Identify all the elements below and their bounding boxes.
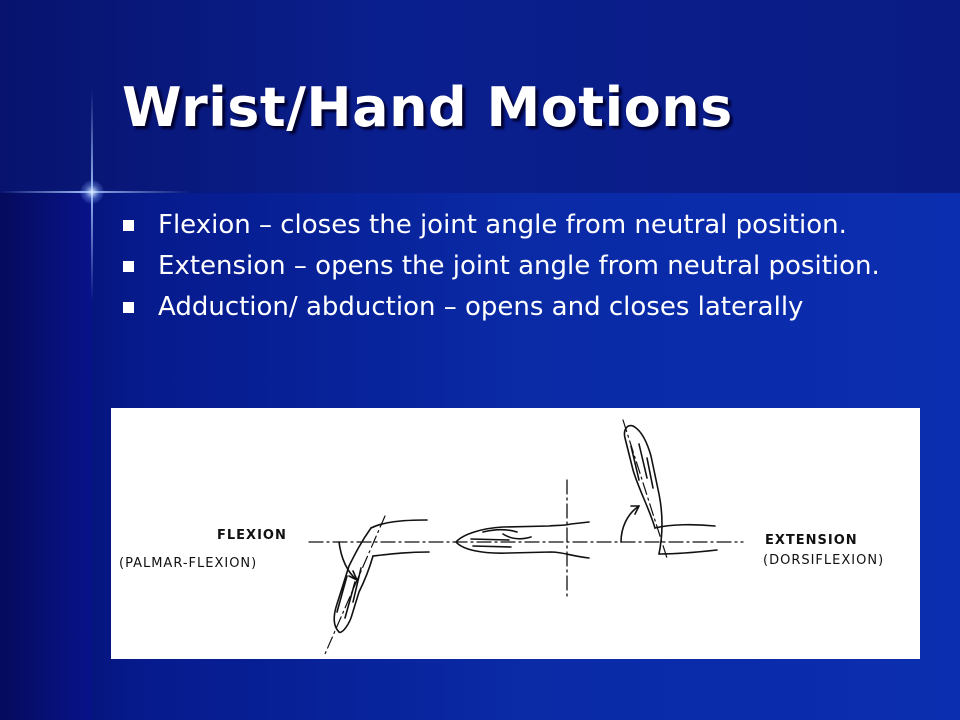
- bullet-text: Adduction/ abduction – opens and closes …: [158, 292, 804, 322]
- title-background-band: [0, 0, 960, 193]
- extension-label: EXTENSION: [765, 533, 858, 548]
- extension-hand: [623, 424, 663, 555]
- square-bullet-icon: [123, 220, 134, 231]
- square-bullet-icon: [123, 261, 134, 272]
- flexion-arrow-icon: [348, 570, 358, 581]
- bullet-item: Extension – opens the joint angle from n…: [122, 251, 922, 282]
- bullet-text: Flexion – closes the joint angle from ne…: [158, 210, 847, 240]
- bullet-item: Flexion – closes the joint angle from ne…: [122, 210, 922, 241]
- neutral-hand-thumb: [502, 533, 532, 540]
- bullet-list: Flexion – closes the joint angle from ne…: [122, 210, 922, 333]
- dorsiflexion-label: (DORSIFLEXION): [763, 553, 884, 568]
- flexion-forearm: [370, 519, 430, 557]
- square-bullet-icon: [123, 302, 134, 313]
- extension-arrow-icon: [630, 505, 640, 515]
- slide-title: Wrist/Hand Motions: [122, 76, 733, 139]
- flexion-angle-arc: [338, 541, 358, 581]
- wrist-motion-drawing: FLEXION (PALMAR-FLEXION) EXTENSION (DORS…: [119, 419, 884, 655]
- light-flare-center: [80, 180, 104, 204]
- palmar-flexion-label: (PALMAR-FLEXION): [119, 556, 257, 571]
- wrist-motion-diagram: FLEXION (PALMAR-FLEXION) EXTENSION (DORS…: [111, 408, 920, 659]
- bullet-item: Adduction/ abduction – opens and closes …: [122, 292, 922, 323]
- neutral-hand: [455, 521, 590, 559]
- extension-axis-line: [622, 419, 668, 559]
- flexion-axis-line: [324, 515, 386, 655]
- left-background-band: [0, 193, 92, 720]
- flexion-label: FLEXION: [217, 528, 287, 543]
- bullet-text: Extension – opens the joint angle from n…: [158, 251, 880, 281]
- flexion-hand: [333, 527, 374, 634]
- extension-angle-arc: [620, 505, 640, 543]
- extension-forearm: [654, 523, 718, 555]
